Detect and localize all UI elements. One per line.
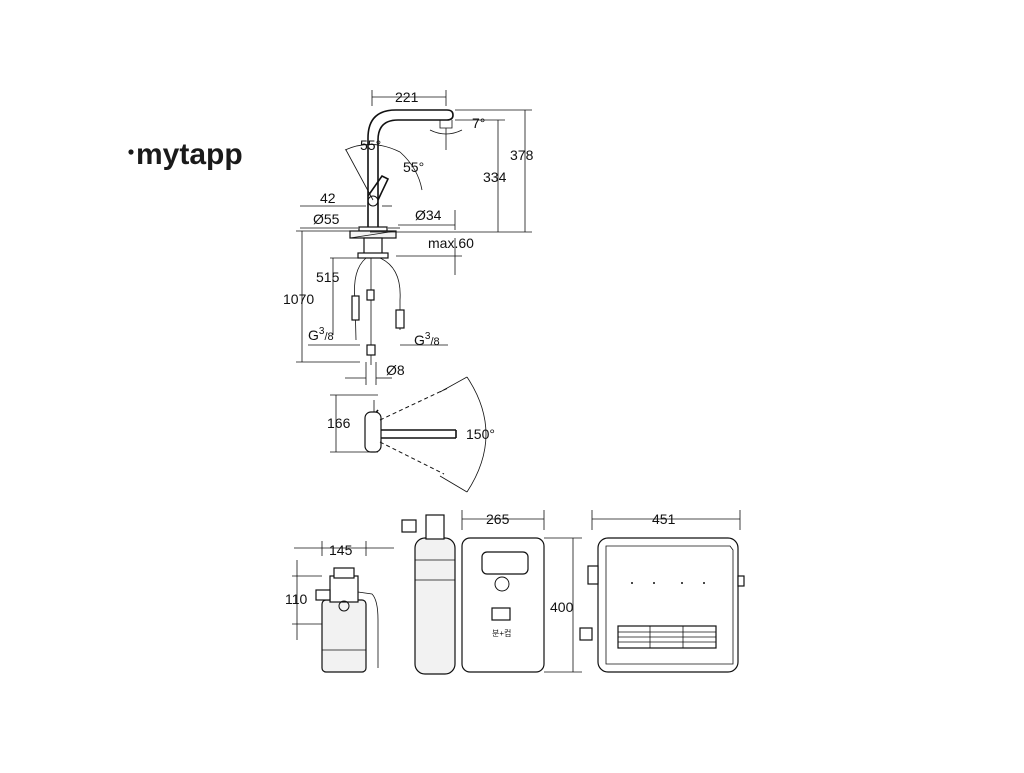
dim-334: 334 (483, 169, 507, 185)
dim-angle-55-right: 55° (403, 159, 424, 175)
dim-swivel-150: 150° (466, 426, 495, 442)
faucet-base-plate (358, 226, 388, 232)
swivel-arc (466, 376, 487, 493)
dim-dia-55: Ø55 (313, 211, 340, 227)
boiler-panel-label: 분+컵 (492, 629, 511, 638)
faucet-dimensions: 221 7° 378 334 55° 55° 42 Ø55 Ø34 max.60… (283, 89, 534, 385)
dim-angle-7: 7° (472, 115, 485, 131)
boiler-side-housing (597, 537, 739, 673)
logo-text: mytapp (136, 138, 243, 171)
boiler-panel (491, 607, 511, 621)
bottle-body (414, 537, 456, 675)
dim-angle-55-top: 55° (360, 137, 381, 153)
faucet-top-view: 150° 166 (327, 376, 495, 493)
brand-logo: mytapp (128, 138, 243, 171)
swivel-position-right (379, 441, 445, 475)
mount-nut (357, 252, 389, 259)
dim-boiler-451: 451 (652, 511, 676, 527)
dim-166: 166 (327, 415, 351, 431)
bottle-regulator (401, 519, 417, 533)
boiler-front-view: 분+컵 265 400 (461, 510, 582, 673)
dim-boiler-265: 265 (486, 511, 510, 527)
lever (367, 174, 390, 201)
filter-bracket (315, 589, 331, 601)
side-connector-bottom (579, 627, 593, 641)
filter-hose (357, 591, 379, 668)
boiler-side-view: 451 (579, 510, 745, 673)
tube-connector (366, 344, 376, 356)
dim-378: 378 (510, 147, 534, 163)
dim-boiler-400: 400 (550, 599, 574, 615)
thread-right: G3/8 (414, 331, 440, 348)
hose-fitting-middle (366, 289, 375, 301)
side-connector-top (587, 565, 599, 585)
hose-fitting-left (351, 295, 360, 321)
spout-tip (446, 109, 454, 121)
boiler-side-panel (605, 545, 734, 665)
swivel-position-left (379, 387, 449, 421)
dim-max-60: max.60 (428, 235, 474, 251)
spray-head (439, 120, 453, 129)
hose-fitting-right (395, 309, 405, 329)
bottle-valve (425, 514, 445, 540)
filter-unit: 145 110 (285, 541, 394, 673)
dim-221: 221 (395, 89, 419, 105)
boiler-button (494, 576, 510, 592)
dim-filter-145: 145 (329, 542, 353, 558)
co2-bottle (401, 514, 456, 675)
spout-outer (367, 109, 447, 228)
dim-1070: 1070 (283, 291, 314, 307)
body-plan (364, 411, 382, 453)
boiler-display (481, 551, 529, 575)
dim-dia-8: Ø8 (386, 362, 405, 378)
filter-head (329, 575, 359, 603)
dim-515: 515 (316, 269, 340, 285)
logo-dot (128, 149, 134, 155)
spout-inner (377, 119, 447, 228)
mount-shank (363, 237, 383, 255)
lever-pivot (367, 195, 379, 207)
thread-left: G3/8 (308, 326, 334, 343)
dim-42: 42 (320, 190, 336, 206)
dim-dia-34: Ø34 (415, 207, 442, 223)
dim-filter-110: 110 (285, 591, 308, 607)
faucet-side-view (349, 109, 454, 365)
hose-right (379, 257, 401, 330)
